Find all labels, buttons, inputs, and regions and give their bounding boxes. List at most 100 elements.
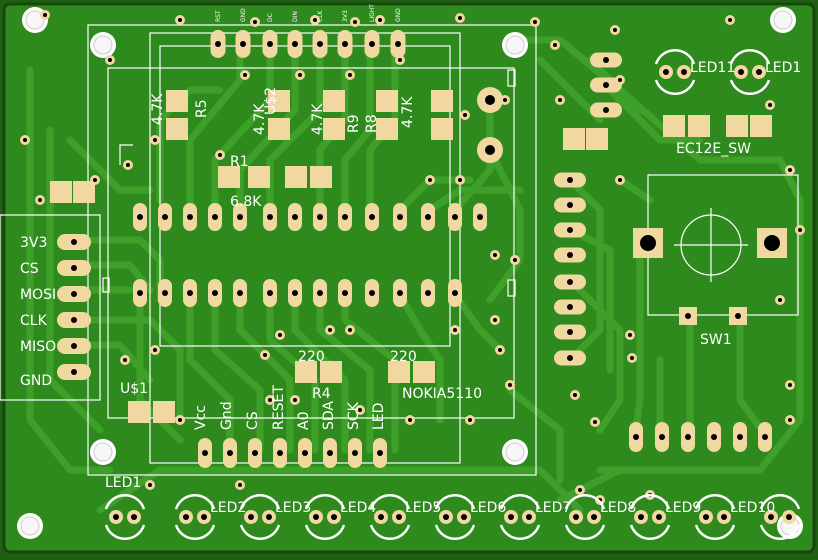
encoder-pin-hole: [633, 434, 639, 440]
via-hole: [148, 483, 152, 487]
connector-label: MISO: [20, 339, 56, 355]
pads: [50, 30, 787, 468]
right-pin-hole: [567, 279, 573, 285]
led-hole: [313, 514, 319, 520]
via-hole: [798, 228, 802, 232]
led-label: LED8: [600, 500, 636, 516]
via-hole: [573, 393, 577, 397]
nokia-pin-hole: [252, 450, 258, 456]
via-hole: [468, 418, 472, 422]
via-hole: [458, 16, 462, 20]
led-outline: [434, 494, 476, 510]
led-hole: [656, 514, 662, 520]
smd-pad: [295, 361, 317, 383]
nokia-pin-label: CS: [245, 411, 261, 430]
via-hole: [618, 178, 622, 182]
led-outline: [104, 524, 146, 540]
led11-outline: [654, 79, 696, 95]
via-hole: [458, 178, 462, 182]
smd-pad: [431, 90, 453, 112]
ic-pin-top-hole: [452, 214, 458, 220]
via-hole: [178, 418, 182, 422]
ic-pin-bottom-hole: [212, 290, 218, 296]
via-hole: [558, 98, 562, 102]
ic-pin-bottom-hole: [292, 290, 298, 296]
via-hole: [628, 333, 632, 337]
ic-pin-top-hole: [477, 214, 483, 220]
ic-pin-bottom-hole: [425, 290, 431, 296]
header-pin-hole: [317, 41, 323, 47]
via-hole: [508, 383, 512, 387]
smd-pad: [166, 118, 188, 140]
led-hole: [396, 514, 402, 520]
led-label: LED9: [665, 500, 701, 516]
led-outline: [174, 494, 216, 510]
connector-label: MOSI: [20, 287, 56, 303]
ic-pin-bottom-hole: [452, 290, 458, 296]
ic-pin-bottom-hole: [342, 290, 348, 296]
connector-pin-hole: [71, 291, 77, 297]
led-outline: [629, 494, 671, 510]
led-hole: [786, 514, 792, 520]
led-outline: [434, 524, 476, 540]
led-outline: [369, 524, 411, 540]
header-pin-label: CLK: [317, 9, 324, 22]
encoder-pin-hole: [685, 434, 691, 440]
smd-pad: [388, 361, 410, 383]
nokia-pin-hole: [227, 450, 233, 456]
ic-pin-top-hole: [187, 214, 193, 220]
led-outline: [369, 494, 411, 510]
encoder-pin-hole: [659, 434, 665, 440]
label-r4-value-b: 220: [390, 349, 417, 365]
smd-pad: [218, 166, 240, 188]
via-hole: [513, 258, 517, 262]
ic-pin-bottom-hole: [317, 290, 323, 296]
smd-pad: [586, 128, 608, 150]
via-hole: [153, 348, 157, 352]
label-ec12e: EC12E_SW: [676, 141, 751, 157]
via-hole: [38, 198, 42, 202]
nokia-pin-hole: [302, 450, 308, 456]
mounting-hole-core: [20, 516, 40, 536]
big-pad-hole: [485, 95, 495, 105]
header-pin-hole: [395, 41, 401, 47]
label-sw1: SW1: [700, 332, 732, 348]
connector-pin-hole: [71, 369, 77, 375]
header-pin-label: LIGHT: [369, 4, 376, 22]
smd-pad: [285, 166, 307, 188]
right-pin-hole: [567, 252, 573, 258]
encoder-pad-hole: [764, 235, 780, 251]
via-hole: [348, 328, 352, 332]
encoder-pin-hole: [737, 434, 743, 440]
ic-pin-top-hole: [292, 214, 298, 220]
led-outline: [564, 494, 606, 510]
led-hole: [721, 514, 727, 520]
via-hole: [553, 43, 557, 47]
led-hole: [113, 514, 119, 520]
smd-pad: [750, 115, 772, 137]
header-pin-label: DC: [267, 13, 274, 22]
led-hole: [703, 514, 709, 520]
via-hole: [493, 253, 497, 257]
nokia-pin-hole: [352, 450, 358, 456]
connector-label: CS: [20, 261, 39, 277]
nokia-pin-label: SCK: [346, 401, 362, 430]
label-r1-value: 6.8K: [230, 194, 262, 210]
smd-pad: [50, 181, 72, 203]
top-right-pin-hole: [603, 57, 609, 63]
via-hole: [353, 20, 357, 24]
via-hole: [630, 356, 634, 360]
led-hole: [201, 514, 207, 520]
led-outline: [104, 494, 146, 510]
encoder-pad-hole: [640, 235, 656, 251]
led-outline: [759, 494, 801, 510]
led-hole: [266, 514, 272, 520]
led11-hole: [681, 69, 687, 75]
ic-pin-top-hole: [237, 214, 243, 220]
vias: [20, 10, 805, 505]
smd-pad: [73, 181, 95, 203]
via-hole: [453, 328, 457, 332]
ic-pin-bottom-hole: [162, 290, 168, 296]
